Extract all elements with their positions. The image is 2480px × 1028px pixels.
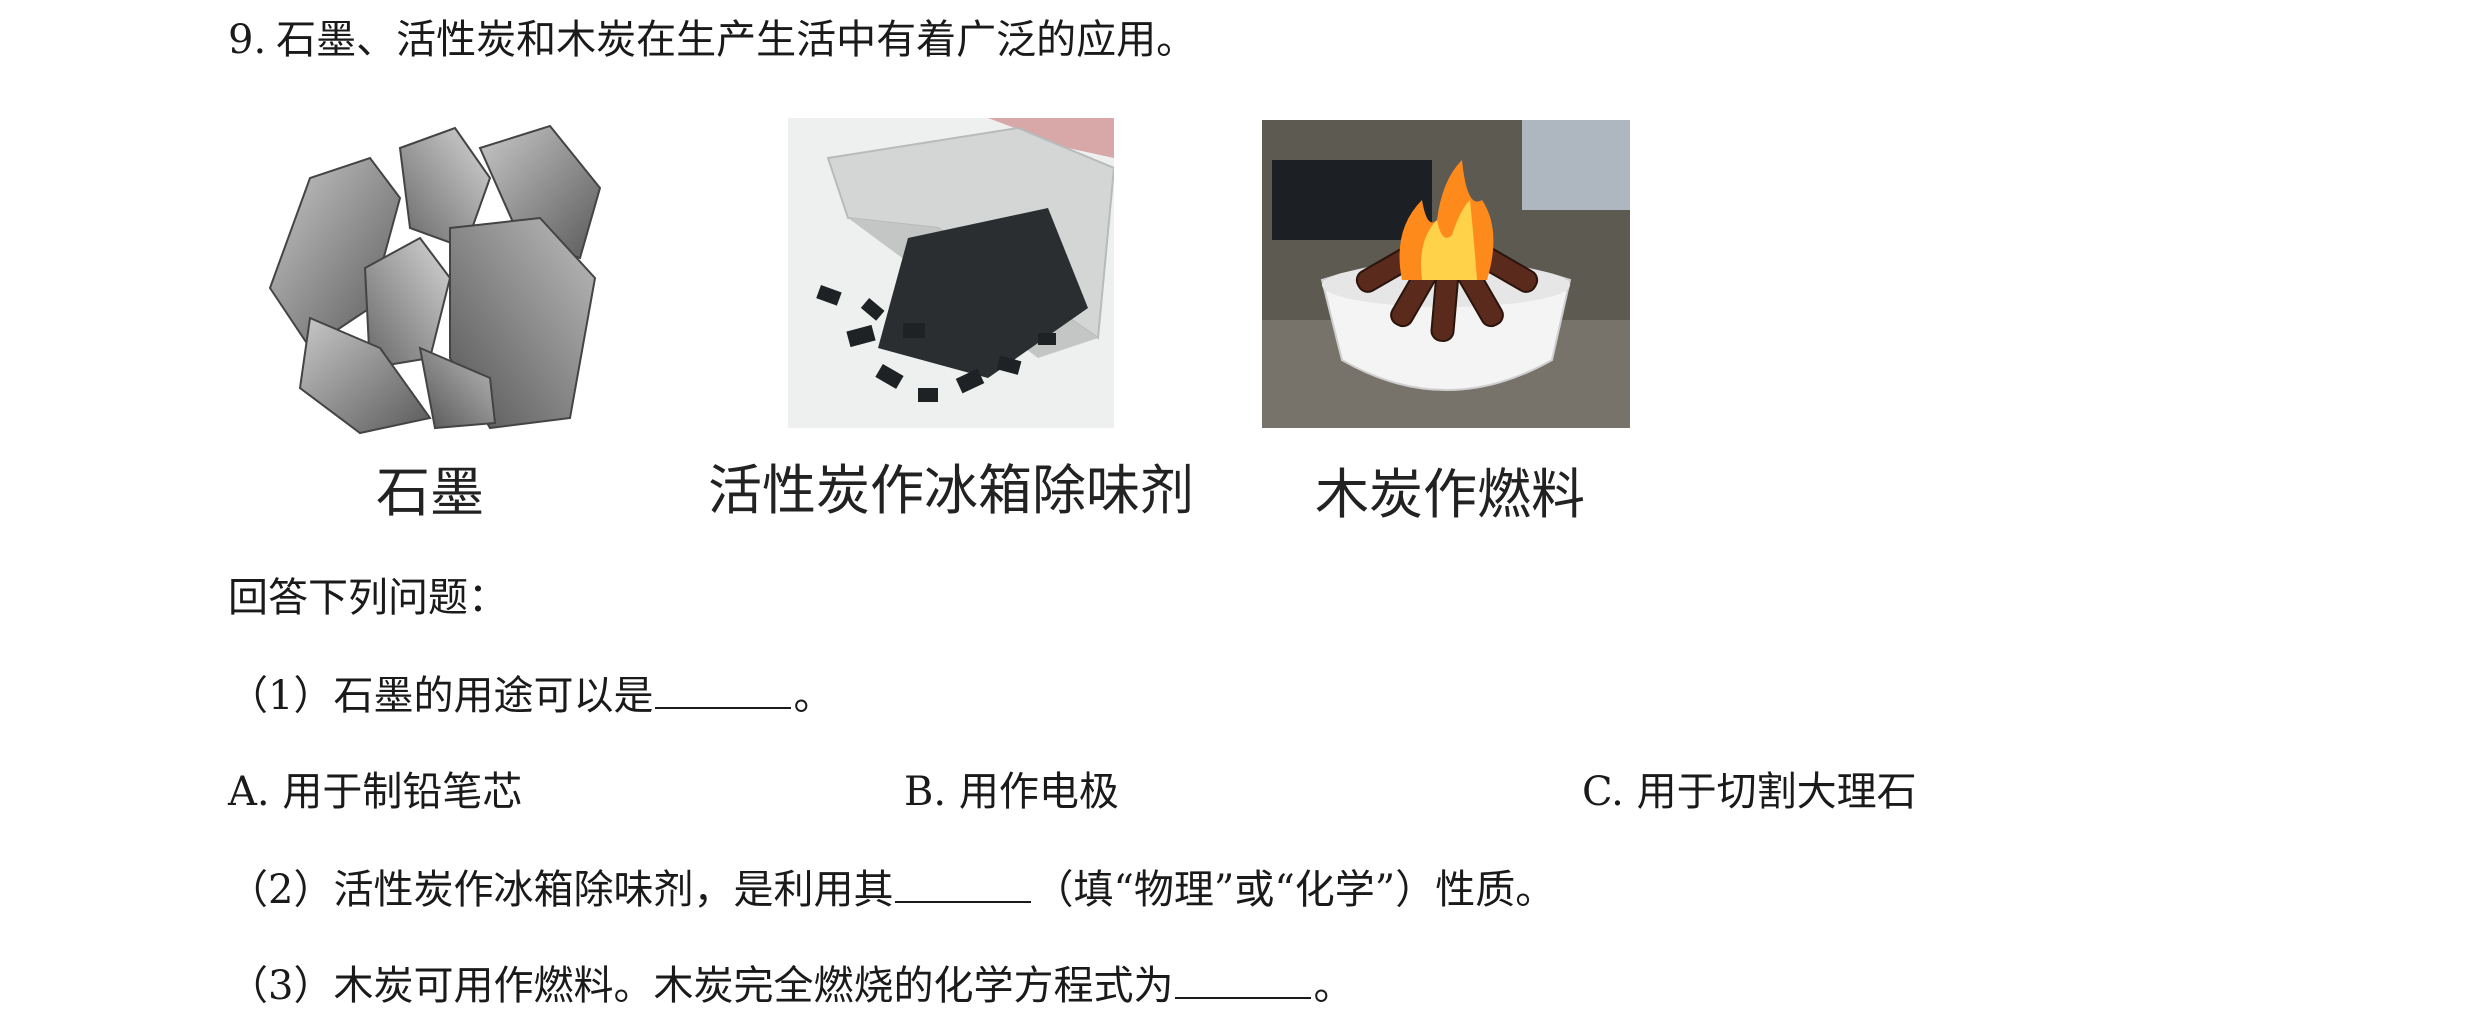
- sub-question-2-text: （2）活性炭作冰箱除味剂，是利用其: [228, 867, 894, 913]
- option-c[interactable]: C. 用于切割大理石: [1582, 764, 1917, 820]
- question-stem-text: 石墨、活性炭和木炭在生产生活中有着广泛的应用。: [276, 17, 1197, 63]
- sub-question-2: （2）活性炭作冰箱除味剂，是利用其 （填“物理”或“化学”）性质。: [228, 862, 1555, 918]
- sub-question-1: （1）石墨的用途可以是 。: [228, 668, 833, 724]
- sub-question-3-suffix: 。: [1313, 963, 1354, 1009]
- sub-question-3-text: （3）木炭可用作燃料。木炭完全燃烧的化学方程式为: [228, 963, 1174, 1009]
- graphite-photo: [268, 124, 602, 435]
- activated-carbon-photo: [788, 118, 1114, 428]
- answer-blank-1[interactable]: [655, 671, 792, 709]
- sub-question-3: （3）木炭可用作燃料。木炭完全燃烧的化学方程式为 。: [228, 958, 1353, 1014]
- question-number: 9.: [228, 17, 267, 63]
- figure-caption-charcoal: 木炭作燃料: [1315, 463, 1585, 526]
- figure-caption-graphite: 石墨: [376, 461, 484, 524]
- option-a-letter: A.: [228, 769, 270, 815]
- answer-blank-3[interactable]: [1175, 961, 1312, 999]
- charcoal-fire-photo: [1262, 120, 1630, 428]
- sub-question-2-suffix: （填“物理”或“化学”）性质。: [1033, 867, 1556, 913]
- answer-prompt: 回答下列问题：: [228, 575, 508, 621]
- sub-question-1-suffix: 。: [793, 673, 834, 719]
- answer-blank-2[interactable]: [895, 865, 1032, 903]
- option-c-text: 用于切割大理石: [1636, 769, 1917, 815]
- question-stem: 9.石墨、活性炭和木炭在生产生活中有着广泛的应用。: [228, 12, 1196, 68]
- option-b-text: 用作电极: [958, 769, 1119, 815]
- figure-caption-activated-carbon: 活性炭作冰箱除味剂: [708, 459, 1194, 522]
- option-a-text: 用于制铅笔芯: [282, 769, 523, 815]
- option-b-letter: B.: [904, 769, 947, 815]
- option-c-letter: C.: [1582, 769, 1624, 815]
- option-b[interactable]: B. 用作电极: [904, 764, 1119, 820]
- option-a[interactable]: A. 用于制铅笔芯: [228, 764, 522, 820]
- sub-question-1-text: （1）石墨的用途可以是: [228, 673, 654, 719]
